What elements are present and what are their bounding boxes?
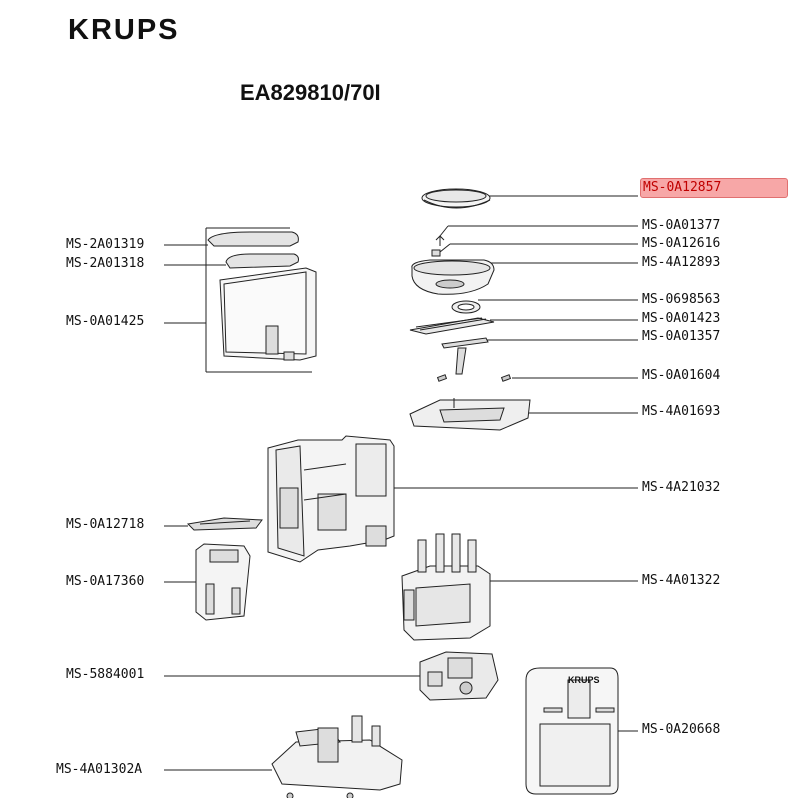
brand-logo: KRUPS bbox=[68, 14, 180, 46]
front-panel-logo: KRUPS bbox=[568, 675, 600, 685]
part-lever bbox=[441, 337, 489, 375]
part-label-ms-0a17360[interactable]: MS-0A17360 bbox=[66, 574, 145, 589]
part-upper-tray bbox=[409, 398, 531, 431]
part-gasket-ring bbox=[451, 300, 481, 314]
part-control-board bbox=[419, 651, 499, 701]
part-label-ms-0a01377[interactable]: MS-0A01377 bbox=[642, 218, 721, 233]
part-label-ms-0a01425[interactable]: MS-0A01425 bbox=[66, 314, 145, 329]
part-small-pin bbox=[431, 235, 445, 257]
part-tank-handle-lower bbox=[225, 253, 299, 269]
part-label-ms-2a01319[interactable]: MS-2A01319 bbox=[66, 237, 145, 252]
part-main-housing bbox=[267, 435, 395, 563]
part-label-ms-0a12616[interactable]: MS-0A12616 bbox=[642, 236, 721, 251]
part-label-ms-0a01357[interactable]: MS-0A01357 bbox=[642, 329, 721, 344]
part-label-ms-0a01604[interactable]: MS-0A01604 bbox=[642, 368, 721, 383]
part-label-ms-4a01693[interactable]: MS-4A01693 bbox=[642, 404, 721, 419]
part-label-ms-4a01322[interactable]: MS-4A01322 bbox=[642, 573, 721, 588]
part-feet bbox=[286, 792, 354, 798]
part-label-ms-0a01423[interactable]: MS-0A01423 bbox=[642, 311, 721, 326]
leader-lines-left bbox=[164, 227, 420, 771]
part-label-ms-4a01302a[interactable]: MS-4A01302A bbox=[56, 762, 143, 777]
part-drip-grille bbox=[186, 517, 263, 531]
part-label-ms-4a21032[interactable]: MS-4A21032 bbox=[642, 480, 721, 495]
part-label-ms-4a12893[interactable]: MS-4A12893 bbox=[642, 255, 721, 270]
part-label-ms-2a01318[interactable]: MS-2A01318 bbox=[66, 256, 145, 271]
part-label-ms-0698563[interactable]: MS-0698563 bbox=[642, 292, 721, 307]
part-water-tank bbox=[219, 267, 317, 361]
part-label-ms-0a12718[interactable]: MS-0A12718 bbox=[66, 517, 145, 532]
model-number: EA829810/70I bbox=[240, 80, 381, 105]
part-drip-tray bbox=[195, 543, 251, 621]
part-label-ms-0a12857[interactable]: MS-0A12857 bbox=[640, 178, 788, 198]
part-grid-plate bbox=[409, 317, 495, 335]
part-front-panel bbox=[525, 667, 619, 795]
part-label-ms-0a20668[interactable]: MS-0A20668 bbox=[642, 722, 721, 737]
part-clips bbox=[436, 374, 512, 382]
part-lid bbox=[421, 188, 491, 209]
part-brew-frame bbox=[401, 533, 491, 641]
part-label-ms-5884001[interactable]: MS-5884001 bbox=[66, 667, 145, 682]
part-base bbox=[271, 715, 403, 791]
part-bean-hopper bbox=[411, 259, 495, 295]
part-tank-handle-top bbox=[207, 231, 299, 247]
